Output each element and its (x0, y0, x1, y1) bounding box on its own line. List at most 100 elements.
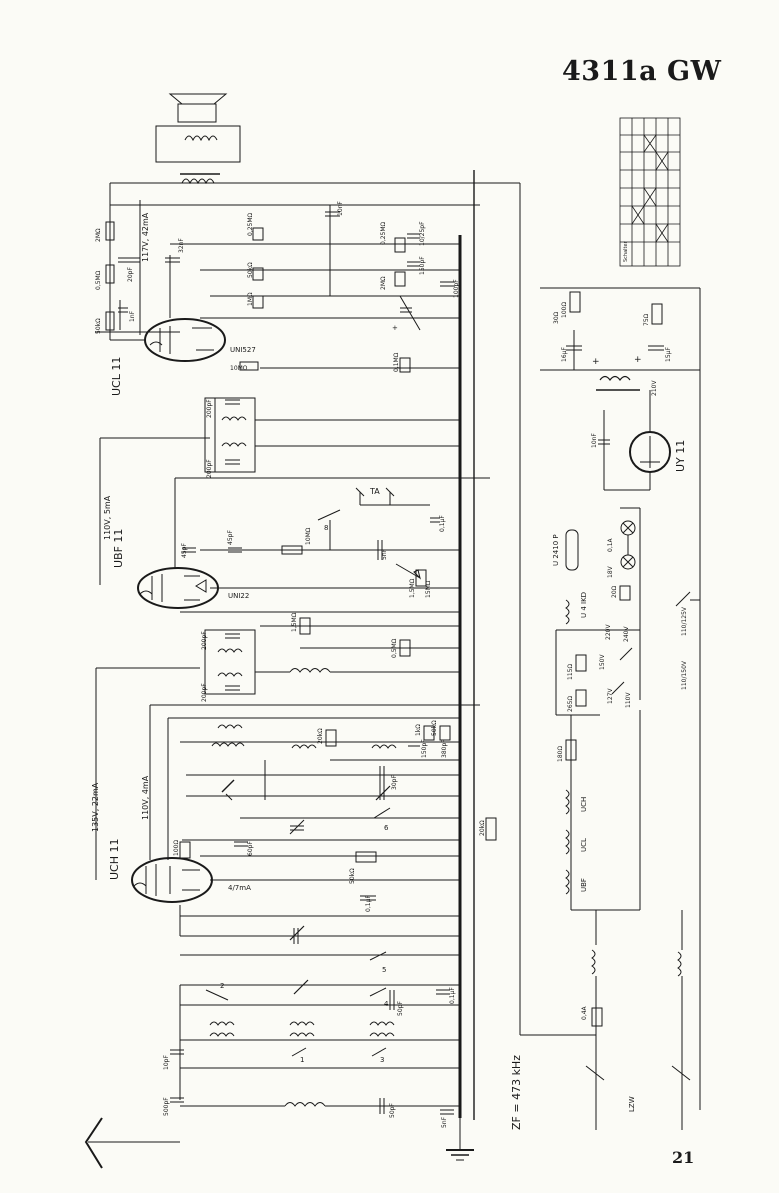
svg-text:50kΩ: 50kΩ (431, 720, 438, 736)
svg-text:16µF: 16µF (561, 347, 568, 362)
heater-uch: UCH (580, 797, 588, 812)
svg-text:20kΩ: 20kΩ (479, 820, 486, 836)
pilot-lamp-2 (620, 554, 636, 570)
svg-text:500pF: 500pF (163, 1097, 170, 1116)
svg-text:4: 4 (384, 1000, 389, 1008)
svg-text:5nF: 5nF (441, 1116, 448, 1128)
svg-text:115Ω: 115Ω (567, 664, 574, 680)
heater-u2410p: U 2410 P (552, 534, 560, 566)
loudspeaker-icon (155, 93, 241, 185)
page-number: 21 (672, 1148, 695, 1167)
svg-text:0,1A: 0,1A (607, 537, 614, 552)
svg-text:5nF: 5nF (381, 548, 388, 560)
svg-text:50kΩ: 50kΩ (349, 868, 356, 884)
svg-text:220V: 220V (605, 624, 612, 640)
svg-text:127V: 127V (607, 688, 614, 704)
svg-text:200pF: 200pF (206, 459, 213, 478)
svg-text:15MΩ: 15MΩ (425, 580, 432, 598)
svg-text:200pF: 200pF (201, 683, 208, 702)
svg-text:0,1µF: 0,1µF (439, 515, 446, 532)
svg-text:32nF: 32nF (178, 238, 185, 253)
svg-text:45pF: 45pF (227, 530, 234, 545)
svg-text:45pF: 45pF (181, 543, 188, 558)
mains-label: LZW (628, 1096, 636, 1112)
svg-text:50pF: 50pF (389, 1103, 396, 1118)
svg-text:1,5MΩ: 1,5MΩ (291, 612, 298, 632)
label-uch11: UCH 11 (108, 839, 121, 881)
svg-text:10nF: 10nF (337, 201, 344, 216)
heater-u4ikd: U 4 IKD (580, 592, 588, 618)
svg-text:0,5MΩ: 0,5MΩ (95, 270, 102, 290)
svg-text:1MΩ: 1MΩ (247, 292, 254, 306)
svg-text:110V, 4mA: 110V, 4mA (141, 775, 150, 820)
svg-text:50pF: 50pF (397, 1001, 404, 1016)
svg-text:265Ω: 265Ω (567, 696, 574, 712)
svg-text:UNI22: UNI22 (228, 592, 249, 600)
if-transformer-1 (204, 629, 256, 695)
tube-uch11 (131, 857, 213, 903)
svg-text:150pF: 150pF (419, 256, 426, 275)
svg-text:2MΩ: 2MΩ (380, 276, 387, 290)
antenna-icon (84, 1117, 180, 1169)
tube-ubf11 (137, 567, 219, 609)
svg-text:15µF: 15µF (665, 347, 672, 362)
svg-text:380pF: 380pF (441, 739, 448, 758)
tube-uy11 (629, 431, 671, 473)
svg-text:0,1MΩ: 0,1MΩ (393, 352, 400, 372)
svg-text:20pF: 20pF (127, 267, 134, 282)
svg-text:+: + (592, 357, 600, 367)
svg-text:1nF: 1nF (129, 310, 136, 322)
svg-text:+: + (634, 355, 642, 365)
svg-text:180Ω: 180Ω (557, 746, 564, 762)
svg-text:100pF: 100pF (453, 279, 460, 298)
svg-text:10pF: 10pF (163, 1055, 170, 1070)
svg-text:6: 6 (384, 824, 389, 832)
svg-text:110V: 110V (625, 692, 632, 708)
svg-text:5: 5 (382, 966, 386, 974)
if-transformer-2 (204, 397, 256, 473)
svg-text:10nF: 10nF (591, 433, 598, 448)
svg-text:UNI527: UNI527 (230, 346, 256, 354)
svg-text:0,4A: 0,4A (581, 1005, 588, 1020)
svg-text:10/25pF: 10/25pF (419, 221, 426, 246)
svg-text:100Ω: 100Ω (561, 302, 568, 318)
svg-text:150pF: 150pF (421, 739, 428, 758)
svg-text:110V, 5mA: 110V, 5mA (103, 495, 112, 540)
heater-ucl: UCL (580, 838, 588, 852)
svg-text:60pF: 60pF (247, 841, 254, 856)
svg-text:+: + (392, 324, 398, 332)
svg-text:8: 8 (324, 524, 328, 532)
svg-text:110/125V: 110/125V (681, 606, 688, 636)
switch-table: Schalter (619, 117, 681, 267)
heater-ubf: UBF (580, 878, 588, 892)
svg-text:2: 2 (220, 982, 224, 990)
pilot-lamp-1 (620, 520, 636, 536)
svg-text:3: 3 (380, 1056, 384, 1064)
svg-text:10MΩ: 10MΩ (230, 365, 248, 372)
label-uy11: UY 11 (674, 440, 687, 472)
svg-text:1kΩ: 1kΩ (415, 724, 422, 736)
model-title: 4311a GW (562, 56, 722, 87)
svg-text:20kΩ: 20kΩ (317, 728, 324, 744)
svg-text:0,25MΩ: 0,25MΩ (380, 221, 387, 245)
svg-text:4/7mA: 4/7mA (228, 884, 251, 892)
svg-text:10MΩ: 10MΩ (305, 527, 312, 545)
svg-text:135V, 22mA: 135V, 22mA (91, 782, 100, 832)
switch-table-header: Schalter (623, 240, 629, 262)
svg-text:100Ω: 100Ω (173, 840, 180, 856)
svg-text:117V, 42mA: 117V, 42mA (141, 212, 150, 262)
svg-text:210V: 210V (651, 380, 658, 396)
ta-input: TA (355, 487, 430, 506)
svg-text:1: 1 (300, 1056, 304, 1064)
ta-label: TA (369, 487, 380, 496)
label-ubf11: UBF 11 (112, 529, 125, 568)
svg-text:30pF: 30pF (391, 775, 398, 790)
svg-text:50kΩ: 50kΩ (95, 318, 102, 334)
svg-text:0,1µF: 0,1µF (365, 895, 372, 912)
svg-text:110/150V: 110/150V (681, 660, 688, 690)
svg-text:0,25MΩ: 0,25MΩ (247, 212, 254, 236)
svg-text:0,1µF: 0,1µF (449, 987, 456, 1004)
svg-text:18V: 18V (607, 565, 614, 578)
svg-text:20Ω: 20Ω (611, 585, 618, 598)
